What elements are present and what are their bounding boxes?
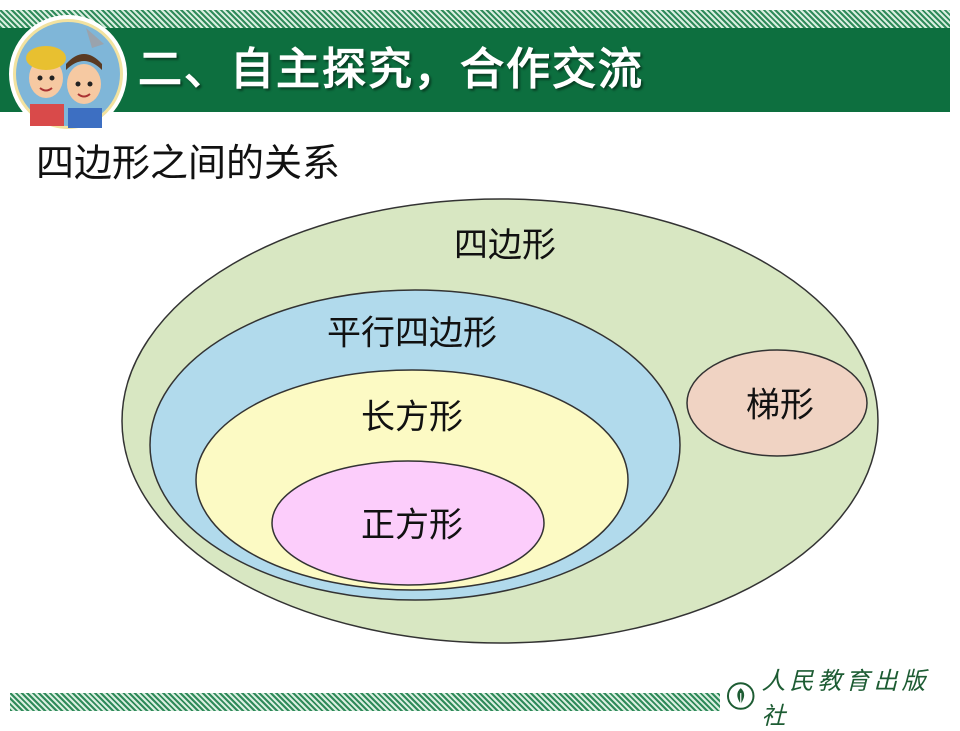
square-set (271, 460, 545, 586)
parallelogram-label: 平行四边形 (327, 313, 497, 354)
quadrilateral-label: 四边形 (454, 225, 556, 266)
section-title: 四边形之间的关系 (36, 141, 341, 185)
header-stripe (0, 10, 950, 28)
footer-stripe (10, 693, 950, 711)
trapezoid-set (686, 349, 868, 457)
publisher-name: 人民教育出版社 (761, 667, 930, 730)
header-bar (0, 28, 950, 112)
publisher-leaf-icon (726, 682, 755, 710)
rectangle-label: 长方形 (361, 397, 463, 438)
cartoon-kids-logo (8, 14, 128, 134)
publisher-mark: 人民教育出版社 (720, 667, 960, 730)
square-label: 正方形 (361, 505, 463, 546)
trapezoid-label: 梯形 (746, 385, 814, 426)
header-title: 二、自主探究，合作交流 (138, 44, 644, 95)
